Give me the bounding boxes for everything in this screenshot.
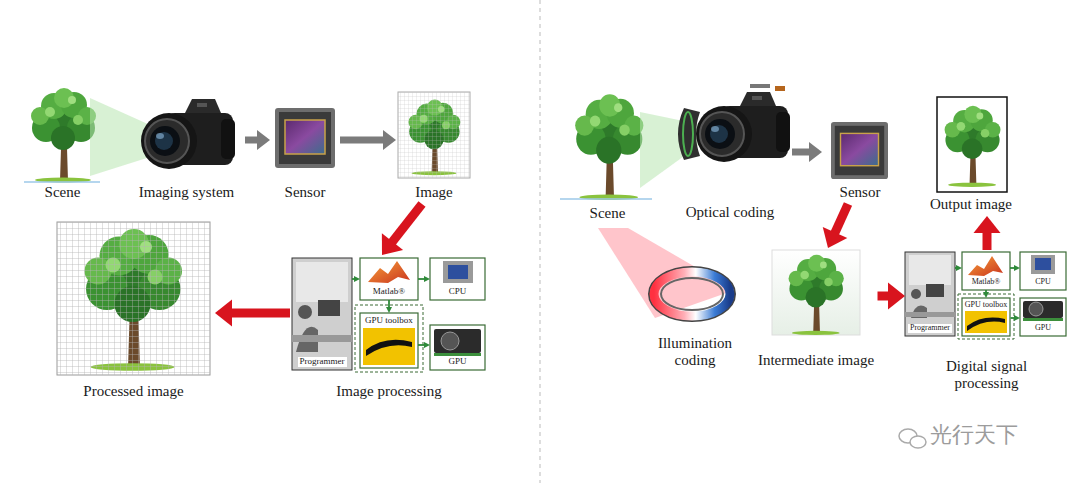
sensor-chip: Sensor <box>270 105 340 204</box>
gpu-icon: GPU <box>430 325 485 370</box>
connector-line <box>983 231 992 250</box>
caption-text: CPU <box>1033 278 1053 287</box>
watermark-text: 光行天下 <box>930 420 1018 450</box>
connector-line <box>878 292 890 301</box>
sensor-chip: Sensor <box>822 118 898 204</box>
connector-arrow <box>386 300 392 313</box>
connector-arrow <box>215 300 290 327</box>
connector-line <box>245 137 258 144</box>
caption-text: GPU toolbox <box>365 315 413 325</box>
illumination-ring: Illumination coding <box>642 262 748 372</box>
arrow-head <box>1014 265 1020 271</box>
arrow-head <box>823 227 848 248</box>
connector-arrow <box>418 342 430 348</box>
caption-text: Intermediate image <box>758 352 874 369</box>
arrow-head <box>974 216 1001 233</box>
dsp-group: Digital signal processing Programmer Matla… <box>905 250 1068 395</box>
connector-line <box>230 309 290 318</box>
arrow-head <box>424 342 430 348</box>
connector-arrow <box>983 290 989 298</box>
connector-line <box>1011 317 1015 319</box>
connector-arrow <box>382 204 422 255</box>
caption-text: Matlab® <box>970 278 1003 287</box>
arrow-head <box>1014 315 1020 321</box>
caption-text: Image processing <box>336 383 441 400</box>
arrow-head <box>383 130 396 150</box>
cpu-icon: CPU <box>1020 252 1066 290</box>
connector-arrow <box>245 130 270 150</box>
caption-text: Processed image <box>83 383 183 400</box>
connector-line <box>1010 267 1015 269</box>
connector-arrow <box>340 130 396 150</box>
caption-text: Output image <box>930 196 1012 213</box>
matlab-logo: Matlab® <box>962 252 1010 290</box>
arrow-head <box>257 130 270 150</box>
programmer-photo: Programmer <box>292 258 352 370</box>
arrow-head <box>354 276 360 282</box>
image-picture: Image <box>396 90 472 204</box>
caption-text: Digital signal processing <box>922 358 1052 393</box>
arrow-head <box>215 300 232 327</box>
processing-group: Image processing Programmer Matlab® CPU GPU … <box>290 255 488 403</box>
gpu-icon: GPU <box>1020 298 1066 336</box>
caption-text: Sensor <box>285 184 326 201</box>
caption-text: CPU <box>447 287 469 297</box>
arrow-head <box>888 283 905 310</box>
caption-text: Imaging system <box>139 184 234 201</box>
gpu-toolbox-logo: GPU toolbox <box>962 298 1011 336</box>
caption-text: Image <box>415 184 452 201</box>
cpu-icon: CPU <box>430 258 485 300</box>
connector-arrow <box>1011 315 1021 321</box>
connector-arrow <box>792 142 822 162</box>
arrow-head <box>956 265 962 271</box>
scene-picture: Scene <box>25 85 100 204</box>
connector-line <box>340 137 384 144</box>
arrow-head <box>809 142 822 162</box>
arrow-head <box>386 307 392 313</box>
output-image: Output image <box>927 95 1016 216</box>
connector-arrow <box>878 283 906 310</box>
connector-arrow <box>1010 265 1020 271</box>
optical-coding-camera: Optical coding <box>668 82 792 224</box>
connector-line <box>388 300 390 308</box>
caption-text: Matlab® <box>371 287 407 297</box>
connector-line <box>834 204 848 234</box>
connector-line <box>418 278 425 280</box>
connector-line <box>391 204 422 243</box>
caption-text: GPU <box>1033 324 1053 333</box>
arrow-head <box>983 292 989 298</box>
caption-text: Illumination coding <box>645 335 745 370</box>
gpu-toolbox-logo: GPU toolbox <box>360 313 418 368</box>
intermediate-image: Intermediate image <box>755 248 878 372</box>
caption-text: GPU <box>446 357 468 367</box>
caption-text: Programmer <box>298 357 347 367</box>
connector-arrow <box>418 276 430 282</box>
caption-text: Sensor <box>840 184 881 201</box>
matlab-logo: Matlab® <box>360 258 418 300</box>
connector-arrow <box>974 216 1001 250</box>
caption-text: Optical coding <box>686 204 775 221</box>
scene-picture: Scene <box>560 88 655 225</box>
connector-arrow <box>955 265 962 271</box>
caption-text: Scene <box>45 184 81 201</box>
caption-text: Programmer <box>908 324 952 333</box>
processed-image: Processed image <box>52 218 215 403</box>
connector-line <box>418 344 425 346</box>
caption-text: GPU toolbox <box>965 300 1007 309</box>
connector-line <box>792 149 810 156</box>
caption-text: Scene <box>590 205 626 222</box>
connector-arrow <box>823 204 848 248</box>
connector-arrow <box>352 276 360 282</box>
arrow-head <box>424 276 430 282</box>
programmer-photo: Programmer <box>905 252 955 336</box>
arrow-head <box>382 233 403 255</box>
camera-picture: Imaging system <box>128 90 245 204</box>
